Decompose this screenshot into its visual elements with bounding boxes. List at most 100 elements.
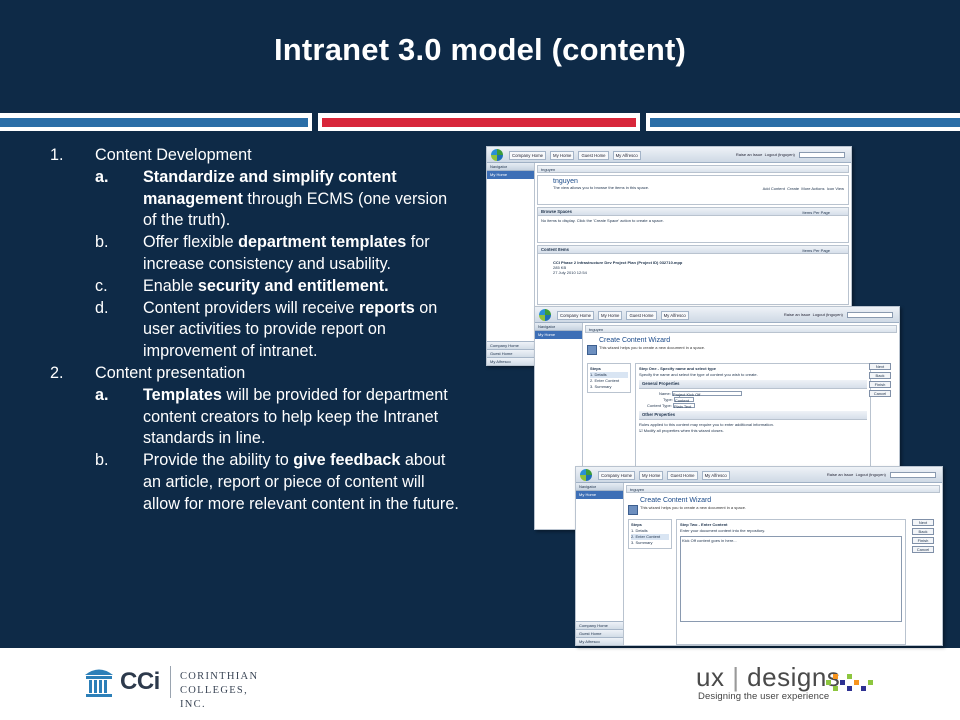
step-subtitle: Specify the name and select the type of … [639, 372, 758, 377]
content-type-row: Content Type: Plain Text [639, 403, 867, 409]
browse-spaces-header: Browse Spaces [538, 208, 848, 216]
finish-button[interactable]: Finish [869, 381, 891, 388]
space-toolbar: Add Content Create More Actions Icon Vie… [763, 186, 844, 191]
tab-my-home[interactable]: My Home [598, 311, 623, 320]
step-title: Step Two - Enter Content [680, 522, 728, 527]
nav-company-home[interactable]: Company Home [576, 621, 623, 629]
items-per-page-label: Items Per Page [802, 248, 830, 253]
next-button[interactable]: Next [869, 363, 891, 370]
tab-company-home[interactable]: Company Home [509, 151, 547, 160]
breadcrumb: tnguyen [626, 485, 940, 493]
more-actions-action[interactable]: More Actions [801, 186, 825, 191]
space-header: tnguyen The view allows you to browse th… [537, 175, 849, 205]
cancel-button[interactable]: Cancel [912, 546, 934, 553]
navigator-header: Navigator [535, 323, 582, 331]
nav-guest-home[interactable]: Guest Home [576, 629, 623, 637]
back-button[interactable]: Back [912, 528, 934, 535]
content-type-select[interactable]: Plain Text [672, 403, 695, 409]
navigator-header: Navigator [487, 163, 534, 171]
tab-guest-home[interactable]: Guest Home [626, 311, 657, 320]
step-summary[interactable]: 3. Summary [631, 540, 653, 545]
cci-full-name: CORINTHIAN COLLEGES, INC. [180, 671, 259, 710]
wizard-icon [587, 345, 597, 355]
search-input[interactable] [890, 472, 936, 478]
slide-title: Intranet 3.0 model (content) [273, 32, 687, 67]
back-button[interactable]: Back [869, 372, 891, 379]
cci-logo: CCi CORINTHIAN COLLEGES, INC. [84, 660, 274, 710]
add-content-action[interactable]: Add Content [762, 186, 785, 191]
nav-item-my-home[interactable]: My Home [576, 491, 623, 499]
main-area: tnguyen tnguyen The view allows you to b… [537, 165, 849, 365]
general-properties-header: General Properties [639, 380, 867, 389]
header-actions: Raise an Issue Logout (tnguyen) [827, 472, 936, 478]
document-size: 285 KB [553, 265, 567, 270]
type-select[interactable]: Content [673, 397, 694, 403]
step-enter-content[interactable]: 2. Enter Content [631, 534, 669, 540]
logout-link[interactable]: Logout (tnguyen) [812, 312, 843, 318]
tab-company-home[interactable]: Company Home [598, 471, 636, 480]
space-title: tnguyen [553, 178, 578, 185]
raise-issue-link[interactable]: Raise an Issue [783, 312, 811, 318]
tab-my-home[interactable]: My Home [550, 151, 575, 160]
step-summary[interactable]: 3. Summary [590, 384, 612, 389]
raise-issue-link[interactable]: Raise an Issue [826, 472, 854, 478]
section-label: Content presentation [95, 363, 246, 382]
main-area: tnguyen Create Content Wizard This wizar… [626, 485, 940, 645]
nav-company-home[interactable]: Company Home [487, 341, 534, 349]
list-item: c. Enable security and entitlement. [95, 276, 389, 295]
section-items: a. Standardize and simplify content mana… [50, 167, 460, 363]
header-actions: Raise an Issue Logout (tnguyen) [736, 152, 845, 158]
wizard-form: Step Two - Enter Content Enter your docu… [676, 519, 906, 645]
tab-guest-home[interactable]: Guest Home [667, 471, 698, 480]
nav-guest-home[interactable]: Guest Home [487, 349, 534, 357]
search-input[interactable] [799, 152, 845, 158]
main-area: tnguyen Create Content Wizard This wizar… [585, 325, 897, 529]
uxdesigns-wordmark: ux | designs [696, 662, 841, 692]
search-input[interactable] [847, 312, 893, 318]
content-outline: 1. Content Development a. Standardize an… [50, 145, 460, 516]
nav-my-alfresco[interactable]: My Alfresco [576, 637, 623, 645]
tab-my-alfresco[interactable]: My Alfresco [612, 151, 641, 160]
other-properties-description: Rules applied to this content may requir… [639, 422, 774, 427]
step-details[interactable]: 1. Details [631, 528, 648, 533]
type-row: Type: Content [639, 397, 867, 403]
modify-all-checkbox[interactable]: ☑ Modify all properties when this wizard… [639, 428, 724, 433]
list-item: b. Offer flexible department templates f… [95, 233, 430, 273]
alfresco-logo-icon [539, 309, 551, 321]
nav-my-alfresco[interactable]: My Alfresco [487, 357, 534, 365]
nav-item-my-home[interactable]: My Home [487, 171, 534, 179]
document-link[interactable]: CCI Phase 2 Infrastructure Dev Project P… [553, 260, 683, 265]
section-items: a. Templates will be provided for depart… [50, 385, 460, 516]
navigator-header: Navigator [576, 483, 623, 491]
wizard-icon [628, 505, 638, 515]
tab-company-home[interactable]: Company Home [557, 311, 595, 320]
finish-button[interactable]: Finish [912, 537, 934, 544]
document-date: 27 July 2010 12:54 [553, 270, 587, 275]
create-action[interactable]: Create [787, 186, 800, 191]
tab-my-alfresco[interactable]: My Alfresco [660, 311, 689, 320]
name-field[interactable]: Project Kick Off [671, 391, 742, 397]
tab-my-home[interactable]: My Home [639, 471, 664, 480]
content-editor[interactable]: Kick Off content goes in here... [680, 536, 902, 622]
step-enter-content[interactable]: 2. Enter Content [590, 378, 620, 383]
section-heading: 1. Content Development [50, 145, 460, 167]
space-description: The view allows you to browse the items … [553, 185, 650, 190]
tab-my-alfresco[interactable]: My Alfresco [701, 471, 730, 480]
cancel-button[interactable]: Cancel [869, 390, 891, 397]
logout-link[interactable]: Logout (tnguyen) [764, 152, 795, 158]
next-button[interactable]: Next [912, 519, 934, 526]
step-details[interactable]: 1. Details [590, 372, 628, 378]
cci-wordmark: CCi [120, 668, 160, 695]
navigator-footer: Company Home Guest Home My Alfresco [487, 341, 534, 365]
raise-issue-link[interactable]: Raise an Issue [735, 152, 763, 158]
icon-view-action[interactable]: Icon View [826, 186, 844, 191]
name-row: Name: Project Kick Off [639, 391, 867, 397]
nav-item-my-home[interactable]: My Home [535, 331, 582, 339]
tab-guest-home[interactable]: Guest Home [578, 151, 609, 160]
list-item: d. Content providers will receive report… [95, 298, 438, 361]
logout-link[interactable]: Logout (tnguyen) [855, 472, 886, 478]
